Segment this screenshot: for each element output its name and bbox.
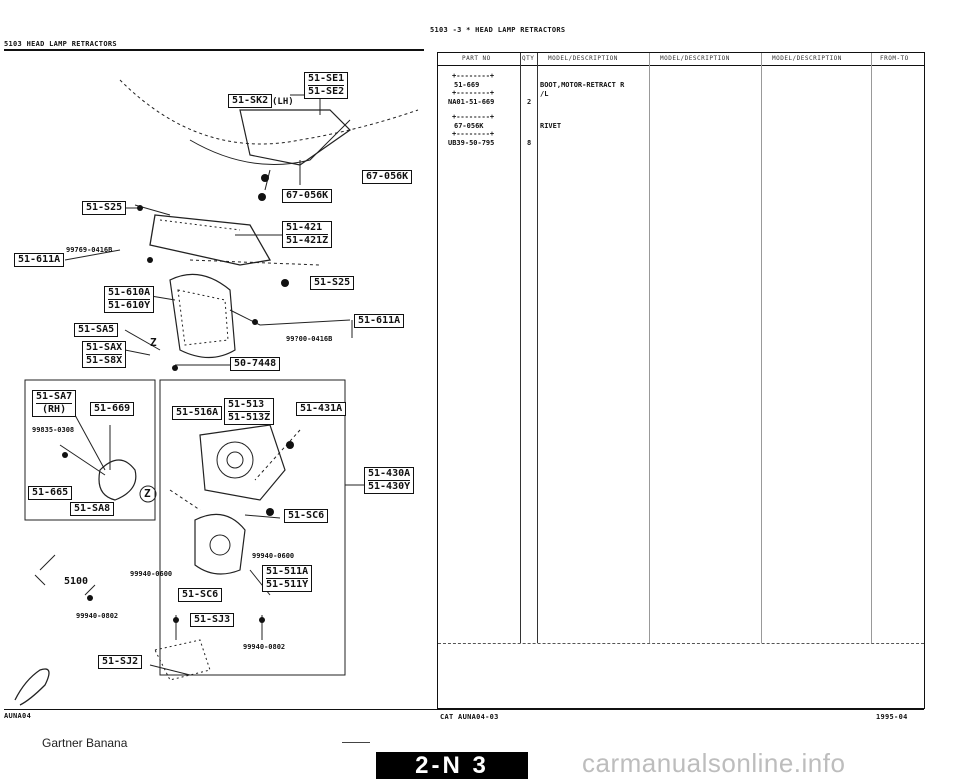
callout-51-s25-a: 51-S25 — [82, 201, 127, 215]
callout-51-665: 51-665 — [28, 486, 73, 500]
ref-dashes: +--------+ — [452, 89, 495, 97]
diagram-footer-rule — [4, 709, 430, 710]
section-rule — [4, 49, 424, 51]
part-number: UB39-50-795 — [448, 139, 495, 147]
header-desc-2: MODEL/DESCRIPTION — [660, 55, 730, 62]
callout-51-sk2: 51-SK2 — [228, 94, 273, 108]
screw-99769: 99769-0416B — [66, 246, 113, 254]
callout-51-611a-a: 51-611A — [14, 253, 65, 267]
callout-51-sa8: 51-SA8 — [70, 502, 115, 516]
table-footer-rule — [430, 709, 924, 710]
callout-67-056k-a: 67-056K — [362, 170, 413, 184]
credit-text: Gartner Banana — [42, 736, 128, 750]
table-footer-right: 1995-04 — [876, 713, 908, 721]
ref-dashes: +--------+ — [452, 130, 495, 138]
diagram-footer-code: AUNA04 — [4, 712, 32, 720]
parts-table — [437, 52, 925, 709]
callout-51-516a: 51-516A — [172, 406, 223, 420]
description: BOOT,MOTOR-RETRACT R — [540, 81, 625, 89]
col-divider-1 — [520, 53, 521, 643]
callout-50-7448: 50-7448 — [230, 357, 281, 371]
table-bottom-rule — [438, 643, 924, 645]
lh-label: (LH) — [272, 97, 294, 107]
header-qty: QTY — [522, 55, 535, 62]
qty: 2 — [527, 98, 532, 106]
description: RIVET — [540, 122, 562, 130]
bolt-99940-c: 99940-0802 — [76, 612, 119, 620]
section-title: 5103 HEAD LAMP RETRACTORS — [4, 40, 117, 48]
callout-51-sj3: 51-SJ3 — [190, 613, 235, 627]
callout-51-431a: 51-431A — [296, 402, 347, 416]
ref-dashes: +--------+ — [452, 113, 495, 121]
header-part-no: PART NO — [462, 55, 491, 62]
screw-99835: 99835-0308 — [32, 426, 75, 434]
part-number: NA01-51-669 — [448, 98, 495, 106]
top-title: 5103 -3 * HEAD LAMP RETRACTORS — [430, 26, 566, 34]
callout-51-669: 51-669 — [90, 402, 135, 416]
ref-part: 51-669 — [454, 81, 480, 89]
callout-51-sa7: 51-SA7(RH) — [32, 390, 77, 417]
screw-99700: 99?00-0416B — [286, 335, 333, 343]
callout-51-sc6-b: 51-SC6 — [178, 588, 223, 602]
page-badge: 2-N 3 — [376, 752, 528, 779]
table-header-rule — [438, 65, 924, 66]
col-divider-5 — [871, 53, 872, 643]
col-divider-4 — [761, 53, 762, 643]
ref-dashes: +--------+ — [452, 72, 495, 80]
bolt-99940-a: 99940-0600 — [252, 552, 295, 560]
header-from-to: FROM-TO — [880, 55, 909, 62]
callout-51-sc6-a: 51-SC6 — [284, 509, 329, 523]
callout-51-sj2: 51-SJ2 — [98, 655, 143, 669]
callout-67-056k-b: 67-056K — [282, 189, 333, 203]
header-desc-3: MODEL/DESCRIPTION — [772, 55, 842, 62]
watermark: carmanualsonline.info — [582, 748, 846, 778]
bolt-99940-d: 99940-0802 — [243, 643, 286, 651]
dash-mark — [342, 742, 370, 743]
callout-51-611a-b: 51-611A — [354, 314, 405, 328]
qty: 8 — [527, 139, 532, 147]
bolt-99940-b: 99940-0600 — [130, 570, 173, 578]
col-divider-2 — [537, 53, 538, 643]
z-marker-1: Z — [150, 336, 157, 349]
header-desc-1: MODEL/DESCRIPTION — [548, 55, 618, 62]
diagram-lines — [14, 79, 419, 706]
table-footer-left: CAT AUNA04-03 — [440, 713, 499, 721]
callout-51-sa5: 51-SA5 — [74, 323, 119, 337]
col-divider-3 — [649, 53, 650, 643]
z-marker-2: Z — [144, 487, 151, 500]
description-cont: /L — [540, 90, 549, 98]
callout-51-s25-b: 51-S25 — [310, 276, 355, 290]
ref-part: 67-056K — [454, 122, 484, 130]
ref-5100: 5100 — [64, 576, 89, 587]
